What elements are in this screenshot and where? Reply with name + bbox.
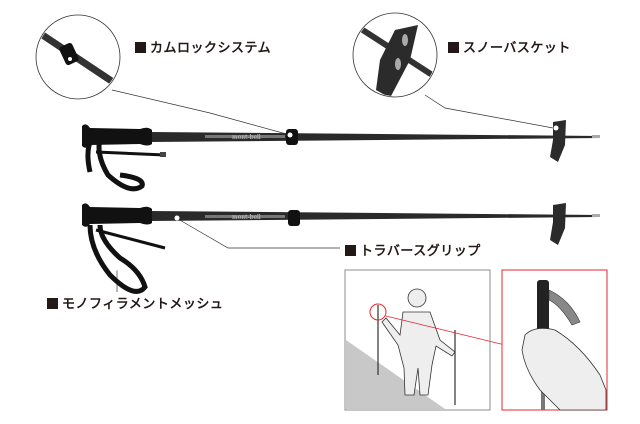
zoom-link-line <box>385 315 506 346</box>
monofilament-mesh-text: モノフィラメントメッシュ <box>62 297 224 312</box>
cam-lock-detail-circle <box>35 14 121 100</box>
bullet-square-icon <box>47 298 58 309</box>
traverse-grip-label: トラバースグリップ <box>345 240 481 259</box>
snow-basket-label: スノーバスケット <box>448 37 571 56</box>
brand-logo-pole-1: mont-bell <box>232 134 261 141</box>
traverse-grip-text: トラバースグリップ <box>360 244 481 259</box>
pole-1 <box>82 120 600 192</box>
bullet-square-icon <box>345 245 356 256</box>
bullet-square-icon <box>135 42 146 53</box>
snow-basket-text: スノーバスケット <box>463 41 571 56</box>
traverse-grip-leader <box>177 218 340 249</box>
cam-lock-leader <box>111 89 291 136</box>
brand-logo-pole-2: mont-bell <box>232 214 261 221</box>
snow-basket-detail-circle <box>352 12 438 98</box>
cam-lock-label: カムロックシステム <box>135 37 271 56</box>
snow-basket-leader <box>424 94 554 129</box>
bullet-square-icon <box>448 42 459 53</box>
cam-lock-text: カムロックシステム <box>150 41 272 56</box>
hiker-illustration <box>344 269 491 411</box>
monofilament-mesh-label: モノフィラメントメッシュ <box>47 293 223 312</box>
pole-2 <box>82 203 600 294</box>
grip-closeup <box>501 269 608 411</box>
